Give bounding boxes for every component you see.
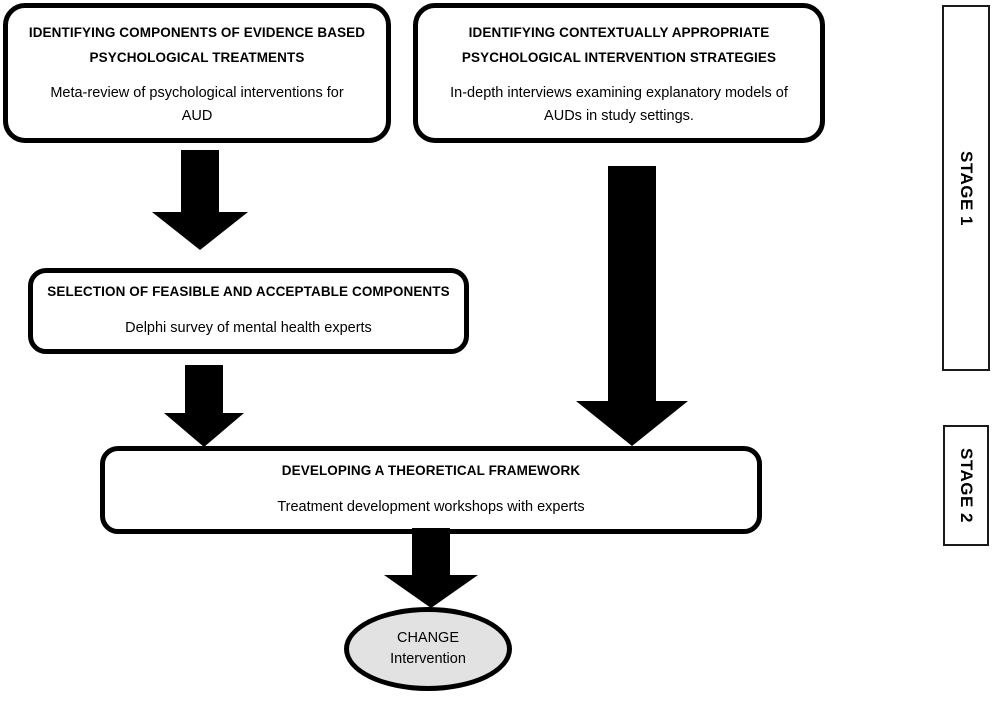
arrow-delphi-to-framework: [164, 365, 244, 447]
node-meta-review-title-line1: IDENTIFYING COMPONENTS OF EVIDENCE BASED: [28, 24, 366, 40]
node-delphi-subtitle: Delphi survey of mental health experts: [125, 320, 372, 337]
arrow-interviews-to-framework: [576, 166, 688, 446]
node-interviews-subtitle-line2: AUDs in study settings.: [544, 107, 694, 124]
stage-bar-1: STAGE 1: [942, 5, 990, 371]
arrow-meta-review-to-delphi: [152, 150, 248, 250]
node-meta-review: IDENTIFYING COMPONENTS OF EVIDENCE BASED…: [3, 3, 391, 143]
node-outcome-line2: Intervention: [390, 651, 466, 667]
node-interviews-title-line2: PSYCHOLOGICAL INTERVENTION STRATEGIES: [461, 49, 777, 65]
node-interviews-subtitle-line1: In-depth interviews examining explanator…: [450, 85, 788, 102]
node-framework-title: DEVELOPING A THEORETICAL FRAMEWORK: [281, 463, 581, 479]
node-interviews-title-line1: IDENTIFYING CONTEXTUALLY APPROPRIATE: [468, 24, 770, 40]
node-framework: DEVELOPING A THEORETICAL FRAMEWORK Treat…: [100, 446, 762, 534]
node-meta-review-subtitle-line1: Meta-review of psychological interventio…: [50, 85, 344, 102]
node-delphi: SELECTION OF FEASIBLE AND ACCEPTABLE COM…: [28, 268, 469, 354]
stage-bar-2: STAGE 2: [943, 425, 989, 546]
node-framework-subtitle: Treatment development workshops with exp…: [277, 499, 585, 516]
node-meta-review-title-line2: PSYCHOLOGICAL TREATMENTS: [89, 49, 305, 65]
node-interviews: IDENTIFYING CONTEXTUALLY APPROPRIATE PSY…: [413, 3, 825, 143]
node-meta-review-subtitle-line2: AUD: [181, 107, 213, 124]
stage-2-label: STAGE 2: [957, 448, 976, 523]
node-delphi-title: SELECTION OF FEASIBLE AND ACCEPTABLE COM…: [47, 284, 450, 300]
arrow-framework-to-outcome: [384, 528, 478, 608]
node-outcome-change-intervention: CHANGE Intervention: [344, 607, 512, 691]
stage-1-label: STAGE 1: [957, 150, 976, 226]
node-outcome-line1: CHANGE: [396, 629, 460, 646]
